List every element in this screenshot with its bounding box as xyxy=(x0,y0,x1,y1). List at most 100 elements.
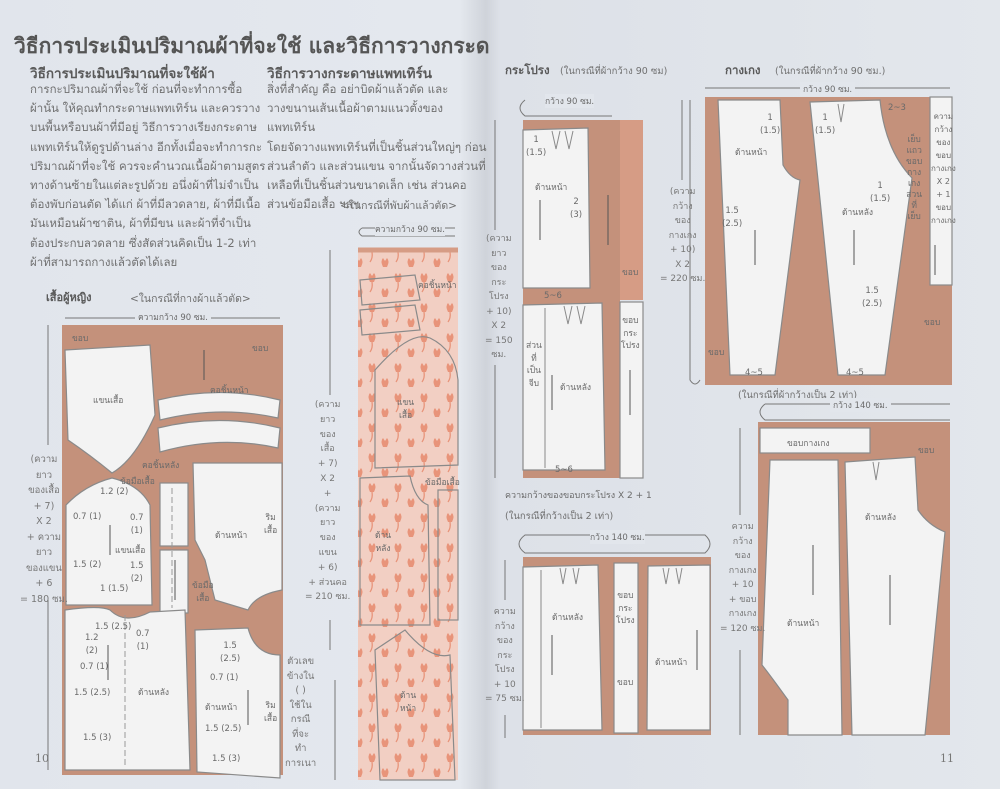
piece-label-front: ด้านหน้า xyxy=(205,703,238,713)
pattern-pants2-front xyxy=(761,459,843,736)
hem-allowance: 4~5 xyxy=(745,368,763,378)
pattern-folded-back xyxy=(359,475,431,626)
piece-label-waistband: ขอบกางเกง xyxy=(787,439,830,449)
pattern-skirt-back xyxy=(522,302,606,471)
sewn-part-label: เย็บ แถว ขอบ กาง เกง ส่วน ที่ เย็บ xyxy=(906,135,923,222)
pattern-front-upper xyxy=(192,462,283,611)
piece-label-cuff: ข้อมือ เสื้อ xyxy=(192,581,214,604)
selvage-label: ขอบ xyxy=(708,348,725,358)
grain-arrows xyxy=(107,195,936,725)
piece-label-waistband: ความ กว้าง ของ ขอบ กางเกง X 2 + 1 ขอบ กา… xyxy=(931,112,956,225)
measure: 1 (1.5) xyxy=(100,584,129,594)
measure: 0.7 (1) xyxy=(130,513,144,536)
pattern-skirt-front xyxy=(522,127,591,289)
pattern-folded-cuff xyxy=(437,489,459,621)
double-width-caption: (ในกรณีที่ผ้ากว้างเป็น 2 เท่า) xyxy=(738,390,858,401)
piece-label-cuff: ข้อมือเสื้อ xyxy=(120,477,155,487)
skirt-note: (ในกรณีที่ผ้ากว้าง 90 ซม) xyxy=(560,66,668,77)
piece-label-sleeve: แขนเสื้อ xyxy=(115,546,146,556)
measure: 0.7 (1) xyxy=(80,662,109,672)
width-label: กว้าง 140 ซม. xyxy=(590,530,645,544)
width-label: กว้าง 140 ซม. xyxy=(830,398,891,412)
pattern-pants2-back xyxy=(844,456,946,736)
double-width-caption: (ในกรณีที่กว้างเป็น 2 เท่า) xyxy=(505,511,614,522)
selvage-label: ขอบ xyxy=(622,268,639,278)
pattern-back-collar xyxy=(157,419,281,453)
measure: 1.5 (2.5) xyxy=(95,622,132,632)
pleat-label: ส่วน ที่ เป็น จีบ xyxy=(526,341,542,389)
piece-label-front: ด้านหน้า xyxy=(535,183,568,193)
measure: 1.5 (3) xyxy=(83,733,112,743)
measure: 0.7 (1) xyxy=(73,512,102,522)
piece-label-back-collar: คอชิ้นหลัง xyxy=(142,461,180,471)
piece-label-hem: ริม เสื้อ xyxy=(264,701,278,724)
page-number: 10 xyxy=(35,752,49,765)
pattern-front-collar xyxy=(157,391,281,421)
measure: 2~3 xyxy=(888,103,906,113)
selvage-label: ขอบ xyxy=(72,334,89,344)
pants-heading: กางเกง xyxy=(725,63,761,77)
pattern-skirt2-back xyxy=(522,564,603,731)
pattern-cuff-2 xyxy=(159,549,189,614)
measure: 0.7 (1) xyxy=(210,673,239,683)
hem-allowance: 5~6 xyxy=(544,291,562,301)
piece-label-front: ด้านหน้า xyxy=(215,531,248,541)
width-label: ความกว้าง 90 ซม. xyxy=(135,310,211,324)
width-label: ความกว้าง 90 ซม. xyxy=(375,222,445,236)
skirt-heading: กระโปรง xyxy=(505,63,550,77)
pattern-pants-waistband xyxy=(929,96,953,286)
section-heading-estimate: วิธีการประเมินปริมาณที่จะใช้ผ้า xyxy=(30,66,215,82)
piece-label-back: ด้านหลัง xyxy=(865,513,897,523)
measure: 1.5 (2) xyxy=(130,561,144,584)
piece-label-cuff: ข้อมือเสื้อ xyxy=(425,478,460,488)
measure: 1.5 (2) xyxy=(73,560,102,570)
measure: 2 (3) xyxy=(570,197,583,220)
measure: 1 (1.5) xyxy=(870,181,891,204)
piece-label-front: ด้านหน้า xyxy=(735,148,768,158)
measure: 1.2 (2) xyxy=(85,633,99,656)
pants-note: (ในกรณีที่ผ้ากว้าง 90 ซม.) xyxy=(775,66,886,77)
selvage-label: ขอบ xyxy=(918,446,935,456)
width-label: กว้าง 90 ซม. xyxy=(800,82,856,96)
piece-label-front-collar: คอชิ้นหน้า xyxy=(210,386,249,396)
measure: 1 (1.5) xyxy=(526,135,547,158)
pattern-folded-front xyxy=(374,629,456,781)
measure: 1.5 (2.5) xyxy=(220,641,241,664)
fabric-formula: (ความ ยาว ของ เสื้อ + 7) X 2 + (ความ ยาว… xyxy=(305,400,351,603)
spread-caption: <ในกรณีที่กางผ้าแล้วตัด> xyxy=(130,293,251,305)
hem-allowance: 5~6 xyxy=(555,465,573,475)
selvage-label: ขอบ xyxy=(617,678,634,688)
piece-label-front: ด้านหน้า xyxy=(655,658,688,668)
pattern-folded-collar-2 xyxy=(359,304,421,336)
piece-label-back: ด้านหลัง xyxy=(842,208,874,218)
fabric-formula: ความ กว้าง ของ กระ โปรง + 10 = 75 ซม. xyxy=(485,607,525,704)
pattern-sleeve-1 xyxy=(64,344,156,474)
measure: 1 (1.5) xyxy=(760,113,781,136)
fabric-formula: (ความ กว้าง ของ กางเกง + 10) X 2 = 220 ซ… xyxy=(660,187,706,284)
measure: 1.2 (2) xyxy=(100,487,129,497)
piece-label-back: ด้าน หลัง xyxy=(375,531,392,554)
pattern-skirt2-waistband xyxy=(613,562,639,734)
page-number: 11 xyxy=(940,752,954,765)
pattern-folded-collar-1 xyxy=(359,274,421,306)
pattern-front-lower xyxy=(194,627,281,779)
width-label: กว้าง 90 ซม. xyxy=(545,94,595,108)
measure: 1.5 (2.5) xyxy=(722,206,743,229)
pattern-pants2-waistband xyxy=(759,427,871,454)
piece-label-back: ด้านหลัง xyxy=(560,383,592,393)
pattern-back xyxy=(64,606,191,771)
fabric-folded-print xyxy=(358,250,458,780)
basting-note: ตัวเลข ข้างใน ( ) ใช้ใน กรณี ที่จะ ทำ กา… xyxy=(285,656,317,769)
pattern-skirt2-front xyxy=(646,564,711,731)
measure: 0.7 (1) xyxy=(136,629,150,652)
piece-label-front: ด้าน หน้า xyxy=(400,691,417,714)
piece-label-front-collar: คอชิ้นหน้า xyxy=(418,281,457,291)
fabric-formula: ความ กว้าง ของ กางเกง + 10 + ขอบ กางเกง … xyxy=(720,522,766,634)
measure: 1.5 (2.5) xyxy=(862,286,883,309)
fabric-formula: (ความ ยาว ของเสื้อ + 7) X 2 + ความ ยาว ข… xyxy=(20,454,68,605)
hem-allowance: 4~5 xyxy=(846,368,864,378)
pattern-folded-sleeve xyxy=(374,336,459,469)
section-body-estimate: การกะปริมาณผ้าที่จะใช้ ก่อนที่จะทำการซื้… xyxy=(30,82,266,269)
